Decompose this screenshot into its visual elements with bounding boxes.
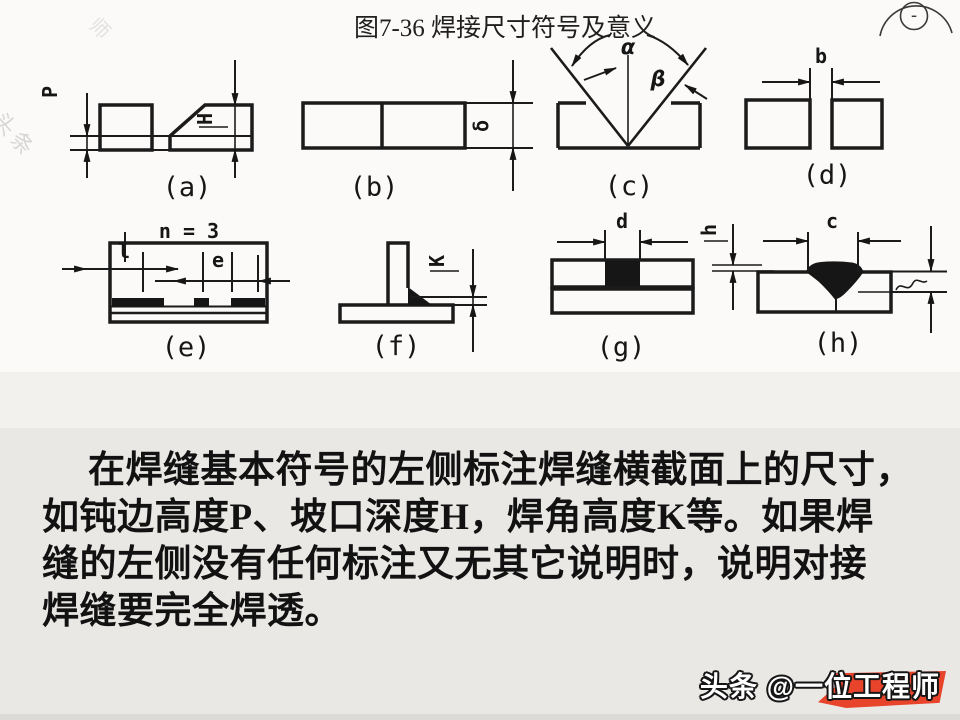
dim-label-d: d <box>616 209 628 233</box>
diagram-label-e: (e) <box>162 332 211 363</box>
dim-label-h-reinforcement: h <box>697 224 721 236</box>
diagram-h: c h (h) <box>697 209 947 359</box>
diagram-e: n = 3 l e (e) <box>62 219 290 363</box>
diagram-a: P H (a) <box>38 60 254 203</box>
dim-label-alpha: α <box>621 35 636 59</box>
diagram-label-a: (a) <box>163 172 212 203</box>
diagram-label-g: (g) <box>597 332 646 363</box>
logo-circle <box>899 1 929 31</box>
figure-panel <box>0 0 960 372</box>
diagram-b: δ (b) <box>301 60 533 203</box>
diagram-label-d: (d) <box>803 160 852 191</box>
red-arrow-shape <box>818 671 946 708</box>
logo-arc <box>879 5 953 37</box>
body-line-3: 缝的左侧没有任何标注又无其它说明时，说明对接 <box>42 544 867 585</box>
diagram-c: α β (c) <box>549 34 708 202</box>
dim-label-c: c <box>826 209 838 233</box>
diagram-label-b: (b) <box>350 172 399 203</box>
diagram-label-h: (h) <box>814 328 863 359</box>
body-line-4: 焊缝要完全焊透。 <box>42 591 342 632</box>
dim-label-p: P <box>38 86 62 98</box>
diagram-label-c: (c) <box>605 171 654 202</box>
weld-figure: P H (a) δ (b) α β (c) <box>38 34 947 363</box>
dim-label-e: e <box>212 248 224 272</box>
dim-label-delta: δ <box>469 120 493 132</box>
dim-label-l: l <box>118 239 130 263</box>
logo-dash: - <box>909 5 920 26</box>
diagram-g: d (g) <box>550 209 695 363</box>
dim-label-k: K <box>425 255 449 267</box>
diagram-f: K (f) <box>338 241 487 362</box>
author-watermark-text: 头条 @一位工程师 <box>699 671 940 702</box>
caption-band <box>0 372 960 428</box>
body-paragraph: 在焊缝基本符号的左侧标注焊缝横截面上的尺寸， 如钝边高度P、坡口深度H，焊角高度… <box>42 447 928 635</box>
author-watermark: 头条 @一位工程师 <box>700 666 946 708</box>
dim-label-b-gap: b <box>815 44 827 68</box>
figure-caption: 图7-36 焊接尺寸符号及意义 <box>353 15 657 42</box>
bottom-edge-shade <box>0 714 960 720</box>
diagram-d: b (d) <box>744 44 884 191</box>
diagram-label-f: (f) <box>372 331 421 362</box>
dim-label-h-groove: H <box>193 113 217 125</box>
dim-label-n: n = 3 <box>159 219 219 243</box>
body-line-2: 如钝边高度P、坡口深度H，焊角高度K等。如果焊 <box>42 497 874 538</box>
dim-label-beta: β <box>649 67 665 91</box>
compass-logo: - <box>879 1 953 37</box>
body-line-1: 在焊缝基本符号的左侧标注焊缝横截面上的尺寸， <box>88 450 913 491</box>
